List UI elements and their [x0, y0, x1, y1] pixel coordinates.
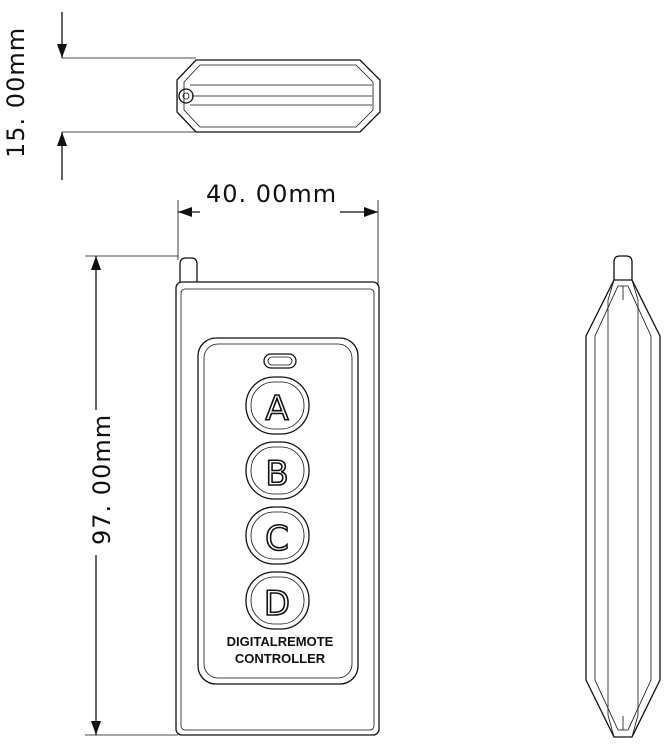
arrowhead-up-height — [91, 256, 101, 270]
panel-label-line2: CONTROLLER — [235, 651, 326, 666]
height-dimension-label: 97. 00mm — [88, 414, 116, 545]
arrowhead-down-height — [91, 721, 101, 735]
keypad-panel — [197, 337, 359, 685]
led-indicator-icon — [263, 353, 297, 369]
top-view-body — [176, 59, 381, 133]
arrowhead-right — [364, 207, 378, 217]
button-c-label: C — [265, 519, 289, 559]
button-d[interactable]: D — [245, 571, 310, 630]
arrowhead-down — [57, 44, 67, 58]
antenna-stub — [179, 257, 198, 282]
top-view: 15. 00mm — [2, 12, 381, 180]
button-c[interactable]: C — [245, 506, 310, 565]
antenna-end-icon — [178, 88, 194, 104]
side-antenna-stub — [613, 255, 633, 280]
arrowhead-left — [178, 207, 192, 217]
side-view — [585, 255, 661, 738]
panel-label-line1: DIGITALREMOTE — [227, 634, 334, 649]
front-view: 40. 00mm 97. 00mm A B — [85, 180, 380, 736]
arrowhead-up — [57, 132, 67, 146]
button-b-label: B — [265, 454, 288, 494]
width-dimension-label: 40. 00mm — [206, 180, 337, 208]
button-b[interactable]: B — [245, 441, 310, 500]
button-a-label: A — [265, 389, 288, 429]
remote-body — [175, 281, 380, 736]
button-a[interactable]: A — [245, 376, 310, 435]
thickness-dimension-label: 15. 00mm — [2, 27, 30, 158]
button-d-label: D — [264, 584, 290, 624]
side-view-body — [585, 279, 661, 738]
